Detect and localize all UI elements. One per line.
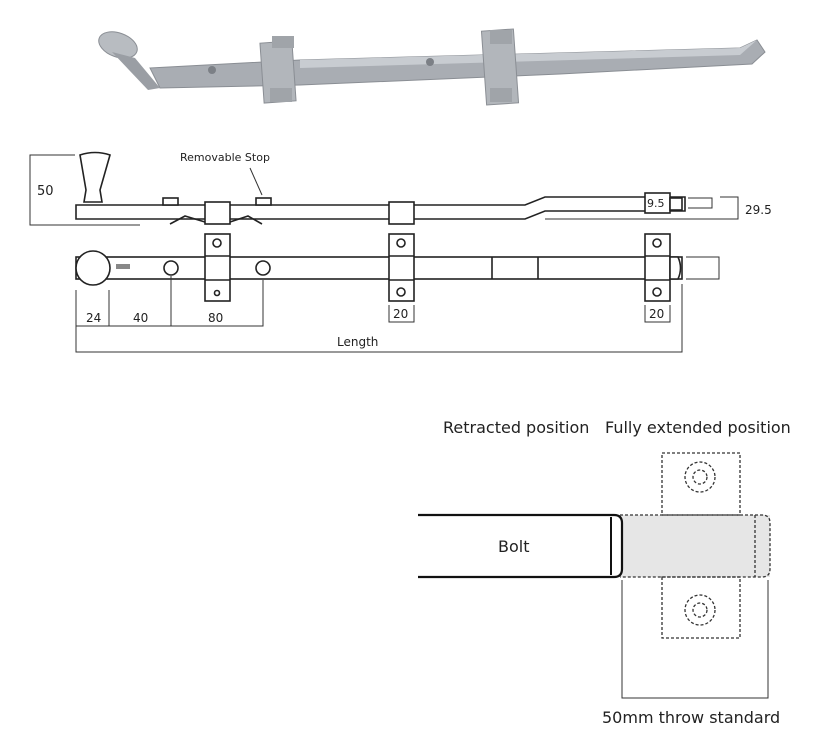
dim-knob-offset: 24 — [86, 311, 101, 325]
label-extended: Fully extended position — [605, 418, 791, 437]
label-bolt: Bolt — [498, 537, 529, 556]
side-view: 50 9.5 29.5 Removable Stop — [29, 151, 772, 226]
dim-keep-width-2: 20 — [649, 307, 664, 321]
throw-diagram: Retracted position Fully extended positi… — [418, 418, 791, 727]
dim-height: 50 — [37, 184, 54, 199]
dim-bolt-offset: 29.5 — [745, 203, 772, 217]
label-retracted: Retracted position — [443, 418, 589, 437]
label-throw: 50mm throw standard — [602, 708, 780, 727]
product-photo — [98, 28, 766, 106]
label-length: Length — [337, 335, 378, 349]
top-view: 24 40 80 20 20 Length — [75, 233, 720, 353]
dim-hole-spacing: 80 — [208, 311, 223, 325]
dim-keep-width-1: 20 — [393, 307, 408, 321]
dim-bolt-end: 9.5 — [647, 197, 665, 210]
label-removable-stop: Removable Stop — [180, 151, 270, 164]
dim-first-hole: 40 — [133, 311, 148, 325]
